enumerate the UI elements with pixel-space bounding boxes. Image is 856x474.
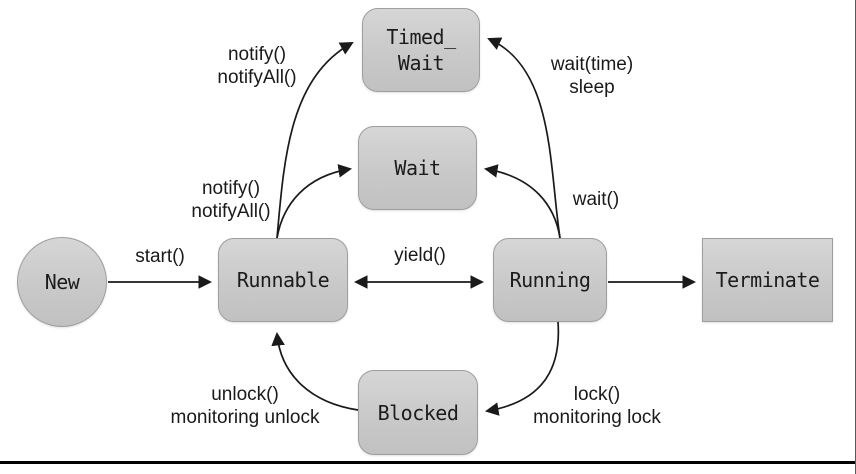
node-terminate-label: Terminate (715, 268, 820, 292)
edge-label-start: start() (135, 246, 185, 267)
node-timed-wait: Timed_ Wait (362, 8, 480, 92)
bottom-rule (0, 461, 855, 464)
edge-label-yield: yield() (394, 245, 446, 266)
node-wait: Wait (358, 126, 477, 210)
edge-lock-arrow (484, 321, 560, 416)
edge-unlock-arrow (271, 331, 359, 411)
edge-label-unlock: unlock() monitoring unlock (170, 384, 320, 428)
node-blocked: Blocked (358, 370, 478, 455)
edge-notify-timedwait-arrow (276, 42, 354, 239)
node-timed-wait-label-line2: Wait (397, 51, 445, 75)
node-terminate: Terminate (702, 238, 833, 322)
node-blocked-label: Blocked (377, 400, 459, 425)
edge-label-notify-timed-wait: notify() notifyAll() (217, 44, 297, 88)
node-wait-label: Wait (394, 156, 441, 180)
node-running-label: Running (509, 268, 591, 292)
edge-wait-arrow (483, 164, 561, 239)
edge-label-wait-time-sleep: wait(time) sleep (550, 54, 634, 98)
node-runnable: Runnable (218, 238, 348, 322)
node-new: New (17, 237, 107, 327)
edge-label-notify-wait: notify() notifyAll() (191, 178, 271, 222)
edge-label-wait: wait() (572, 189, 620, 210)
node-timed-wait-label-line1: Timed_ (386, 25, 456, 49)
edge-label-lock: lock() monitoring lock (533, 384, 661, 428)
edge-notify-wait-arrow (276, 164, 353, 239)
node-running: Running (493, 238, 607, 322)
edge-wait-time-arrow (487, 37, 561, 239)
node-new-label: New (44, 270, 80, 294)
node-runnable-label: Runnable (236, 268, 330, 292)
